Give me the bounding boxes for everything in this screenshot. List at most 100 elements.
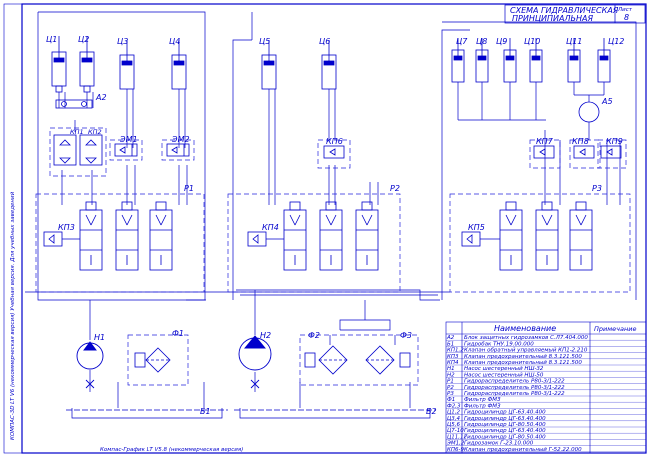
table-cell-pos: Ц7-10: [447, 428, 464, 434]
label-kp4: КП4: [262, 223, 279, 232]
label-kp7: КП7: [536, 137, 554, 146]
label-c9: Ц9: [496, 37, 507, 46]
motor-a5: [578, 101, 600, 123]
filters: [134, 345, 411, 375]
parts-table: [445, 321, 647, 454]
valve-kp9: [600, 145, 622, 159]
label-h1: Н1: [94, 333, 105, 342]
table-cell-pos: Р1: [447, 379, 454, 385]
table-header-name: Наименование: [494, 324, 556, 333]
label-f1: Ф1: [172, 329, 184, 338]
bottom-stamp: Компас-График LT V5.8 (некоммерческая ве…: [100, 447, 243, 453]
table-cell-pos: Ц1,2: [447, 410, 461, 416]
distributor-p3: [499, 201, 593, 271]
table-cell-name: Гидробак ТНУ.19.00.000: [464, 341, 534, 347]
filter-f2: [304, 345, 348, 375]
table-cell-pos: Ц11,12: [447, 434, 468, 440]
label-p3: Р3: [592, 184, 602, 193]
valve-em1: [114, 143, 138, 157]
valve-kp7: [533, 145, 555, 159]
label-kp8: КП8: [572, 137, 589, 146]
label-h2: Н2: [260, 331, 271, 340]
label-em2: ЭМ2: [171, 135, 190, 144]
table-cell-pos: А2: [446, 335, 455, 341]
label-f2: Ф2: [308, 331, 320, 340]
table-header-note: Примечание: [594, 325, 636, 333]
title-block: [504, 4, 646, 24]
table-cell-name: Фильтр ФМЗ: [464, 397, 501, 403]
distributors: [43, 201, 593, 271]
table-cell-pos: КП1,2: [447, 348, 464, 354]
label-c1: Ц1: [46, 35, 57, 44]
valve-kp6: [323, 145, 345, 159]
table-cell-name: Гидроцилиндр ЦГ-63.40.400: [464, 410, 546, 416]
title-line-1: СХЕМА ГИДРАВЛИЧЕСКАЯ: [510, 6, 619, 15]
control-block-outlines: [35, 127, 631, 386]
label-kp9: КП9: [606, 137, 623, 146]
table-cell-pos: Р2: [447, 385, 454, 391]
table-cell-name: Клапан предохранительный Г-52.22.000: [464, 447, 582, 453]
table-cell-pos: ЭМ1,2: [446, 441, 465, 447]
table-cell-pos: Н2: [447, 372, 455, 378]
table-cell-name: Блок защитных гидрозамков С.Л7.404.000: [464, 335, 588, 341]
distributor-p2: [283, 201, 379, 271]
pumps: [76, 335, 272, 389]
table-cell-pos: Ц5,6: [447, 422, 461, 428]
table-cell-pos: КП6-9: [447, 447, 465, 453]
table-cell-pos: Б1: [447, 341, 454, 347]
table-cell-pos: КП3: [447, 354, 459, 360]
table-cell-name: Клапан предохранительный 8.3.121.500: [464, 360, 582, 366]
label-c8: Ц8: [476, 37, 487, 46]
label-b2: Б2: [426, 407, 437, 416]
relief-valve-kp3: [43, 231, 80, 247]
cylinder-c4: [171, 40, 187, 90]
label-c10: Ц10: [524, 37, 540, 46]
table-cell-name: Гидрораспределитель Р80-3/1-222: [464, 385, 565, 391]
table-cell-name: Насос шестеренный НШ-32: [464, 366, 544, 372]
label-a2: А2: [95, 93, 107, 102]
side-stamp: КОМПАС-3D LT V6 (некоммерческая версия) …: [10, 191, 16, 440]
label-c5: Ц5: [259, 37, 270, 46]
label-f3: Ф3: [400, 331, 412, 340]
table-cell-pos: Р3: [447, 391, 454, 397]
distributor-p1: [79, 201, 173, 271]
label-c2: Ц2: [78, 35, 89, 44]
label-em1: ЭМ1: [119, 135, 138, 144]
label-p2: Р2: [390, 184, 400, 193]
label-c4: Ц4: [169, 37, 180, 46]
label-b1: Б1: [200, 407, 211, 416]
label-kp3: КП3: [58, 223, 75, 232]
label-c6: Ц6: [319, 37, 330, 46]
label-kp6: КП6: [326, 137, 343, 146]
table-cell-name: Гидрораспределитель Р80-3/1-222: [464, 391, 565, 397]
label-c11: Ц11: [566, 37, 582, 46]
table-cell-name: Фильтр ФМЗ: [464, 403, 501, 409]
table-cell-pos: Ц3,4: [447, 416, 461, 422]
table-cell-name: Гидроцилиндр ЦГ-80.50.400: [464, 434, 546, 440]
table-cell-name: Клапан обратный управляемый КП1-2.210: [464, 348, 588, 354]
label-c12: Ц12: [608, 37, 624, 46]
table-cell-pos: Ф2,3: [447, 403, 461, 409]
drawing-frame: [3, 3, 647, 454]
table-cell-name: Гидроцилиндр ЦГ-80.50.400: [464, 422, 546, 428]
cylinder-c3: [119, 40, 135, 90]
filter-f1: [134, 347, 171, 373]
table-cell-name: Клапан предохранительный 8.3.121.500: [464, 354, 582, 360]
label-c3: Ц3: [117, 37, 128, 46]
table-cell-name: Гидроцилиндр ЦГ-63.40.400: [464, 428, 546, 434]
label-kp5: КП5: [468, 223, 485, 232]
cylinder-c5: [261, 40, 277, 90]
sheet-number: 8: [624, 13, 629, 22]
cylinder-c6: [321, 40, 337, 90]
title-line-2: ПРИНЦИПИАЛЬНАЯ: [512, 14, 594, 23]
check-valve-kp1: [53, 134, 77, 166]
valves: [53, 99, 622, 166]
relief-valve-kp5: [461, 231, 500, 247]
label-p1: Р1: [184, 184, 194, 193]
table-cell-pos: КП4: [447, 360, 459, 366]
valve-kp8: [573, 145, 595, 159]
filter-f3: [365, 345, 411, 375]
label-c7: Ц7: [456, 37, 468, 46]
table-rows: А2 Блок защитных гидрозамков С.Л7.404.000…: [446, 335, 646, 453]
